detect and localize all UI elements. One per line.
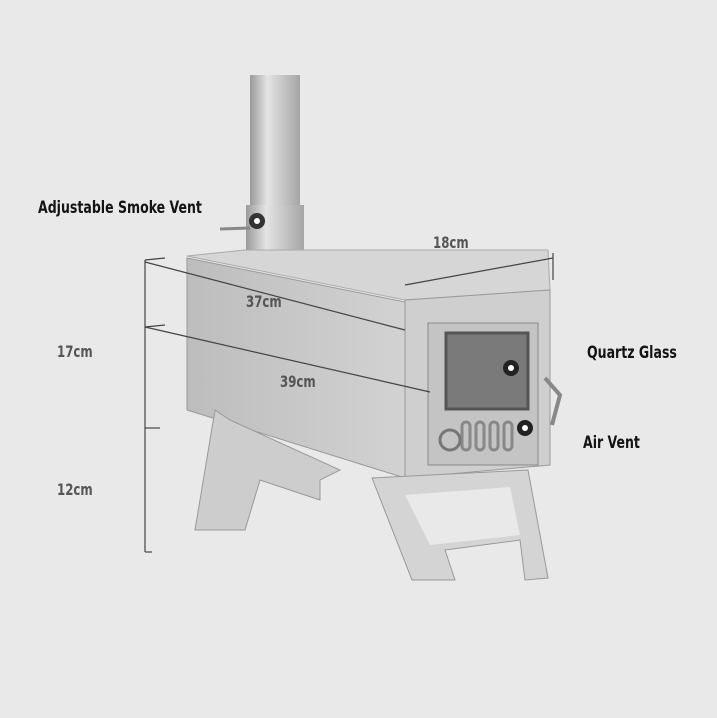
length-bottom-dimension: 39cm	[280, 372, 316, 391]
body-height-dimension: 17cm	[57, 342, 93, 361]
smoke-vent-label: Adjustable Smoke Vent	[38, 198, 202, 218]
leg-height-dimension: 12cm	[57, 480, 93, 499]
length-top-dimension: 37cm	[246, 292, 282, 311]
width-dimension: 18cm	[433, 233, 469, 252]
air-vent-label: Air Vent	[583, 433, 640, 453]
smoke-vent-collar	[246, 205, 304, 255]
air-vent-slots	[460, 420, 514, 452]
chimney-pipe	[250, 75, 300, 215]
dimension-lines	[144, 253, 554, 553]
stove-top	[186, 249, 551, 301]
leg-rear	[194, 409, 342, 531]
quartz-glass-label: Quartz Glass	[587, 343, 677, 363]
